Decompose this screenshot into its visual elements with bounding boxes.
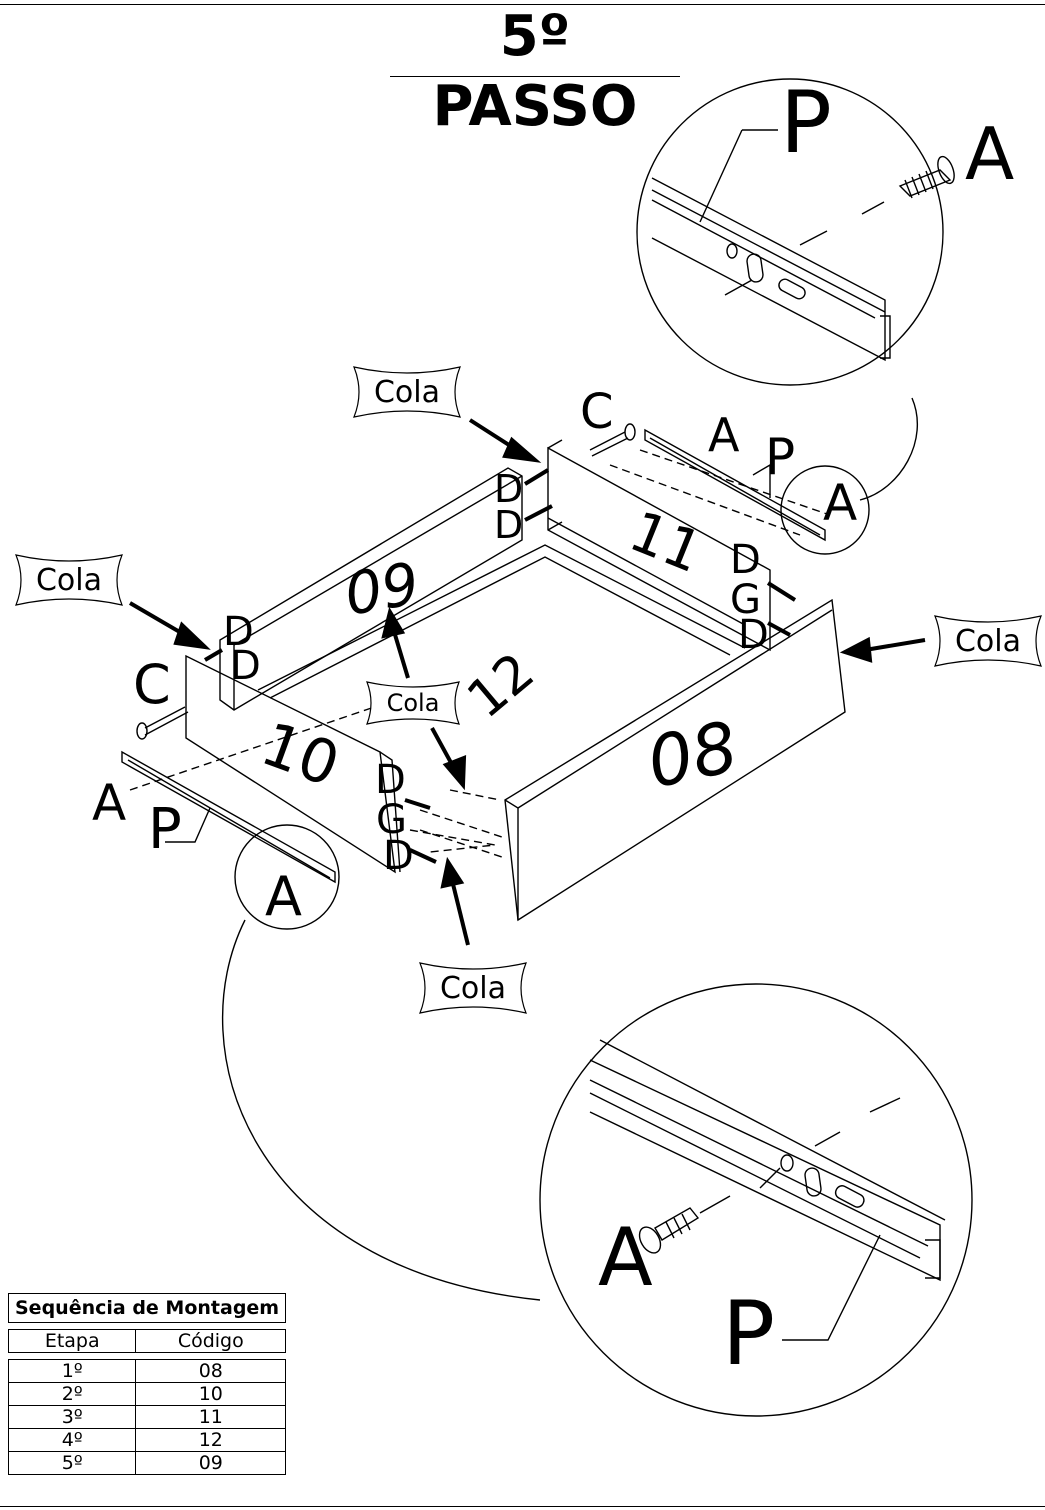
glue-label-text: Cola [35, 562, 103, 598]
hardware-label-p-right: P [765, 428, 796, 486]
part-label-08: 08 [640, 705, 745, 805]
dowels [203, 468, 797, 864]
hardware-label-g-right: G [730, 577, 761, 623]
hardware-label-d-front-1: D [375, 757, 406, 803]
top-detail-circle [636, 78, 944, 386]
table-cell-step: 3º [7, 1405, 137, 1429]
left-screw-c [136, 706, 189, 740]
hardware-label-a-top-detail: A [965, 112, 1015, 196]
panel-11 [547, 439, 771, 652]
panel-10 [185, 654, 401, 874]
bottom-detail-rail [589, 1039, 946, 1341]
hardware-label-d-back-2: D [494, 503, 524, 547]
table-cell-step: 4º [7, 1428, 137, 1452]
top-detail-screw [898, 155, 955, 199]
table-cell-step: 5º [7, 1451, 137, 1475]
table-cell-step: 2º [7, 1382, 137, 1406]
panel-12 [257, 544, 746, 699]
table-cell-step: 1º [7, 1359, 137, 1383]
right-small-circle [780, 465, 870, 555]
bottom-border-line [0, 1506, 1045, 1507]
left-small-circle [234, 824, 340, 930]
hardware-label-a-right-small: A [823, 474, 858, 532]
hardware-label-d-front-2: D [383, 833, 414, 879]
table-cell-code: 09 [135, 1451, 287, 1475]
hardware-label-a-right: A [708, 408, 740, 462]
glue-label-center: Cola [365, 680, 461, 726]
title-underline [390, 76, 680, 77]
table-cell-code: 10 [135, 1382, 287, 1406]
right-rail [644, 428, 826, 542]
panel-08 [504, 598, 846, 922]
hardware-label-d-back-1: D [494, 467, 524, 511]
glue-label-text: Cola [954, 623, 1022, 659]
hardware-label-d-left-1: D [223, 609, 254, 655]
glue-label-bottom: Cola [418, 961, 528, 1015]
hardware-label-a-left: A [92, 774, 127, 832]
hardware-label-d-right-1: D [730, 537, 761, 583]
hardware-label-a-bottom-detail: A [598, 1211, 653, 1304]
hardware-label-a-left-small: A [265, 865, 302, 928]
column-header-code: Código [135, 1329, 287, 1353]
hardware-label-d-left-2: D [230, 643, 261, 689]
table-cell-code: 11 [135, 1405, 287, 1429]
panel-09 [219, 467, 523, 711]
hardware-label-d-right-2: D [738, 612, 769, 658]
bottom-detail-circle [539, 983, 973, 1417]
column-header-step: Etapa [7, 1329, 137, 1353]
left-rail [121, 750, 336, 884]
top-detail-rail [651, 129, 891, 362]
part-label-09: 09 [339, 549, 425, 629]
top-border-line [0, 4, 1045, 5]
glue-label-text: Cola [439, 970, 507, 1006]
hardware-label-p-top-detail: P [780, 73, 832, 173]
bottom-detail-screw [638, 1207, 700, 1254]
right-screw-c [589, 423, 636, 457]
step-title: 5º PASSO [432, 4, 638, 139]
hardware-label-g-front: G [376, 797, 407, 843]
glue-label-right: Cola [933, 614, 1043, 668]
glue-label-left: Cola [14, 553, 124, 607]
table-cell-code: 08 [135, 1359, 287, 1383]
glue-label-text: Cola [386, 689, 440, 717]
dashed-guides [129, 449, 831, 859]
hardware-label-c-right: C [580, 384, 614, 440]
hardware-label-p-left: P [148, 797, 182, 862]
hardware-label-p-bottom-detail: P [722, 1282, 776, 1385]
sequence-table-header: Sequência de Montagem [7, 1293, 287, 1323]
hardware-label-c-left: C [133, 653, 171, 716]
glue-label-text: Cola [373, 374, 441, 410]
table-cell-code: 12 [135, 1428, 287, 1452]
glue-label-top: Cola [352, 365, 462, 419]
